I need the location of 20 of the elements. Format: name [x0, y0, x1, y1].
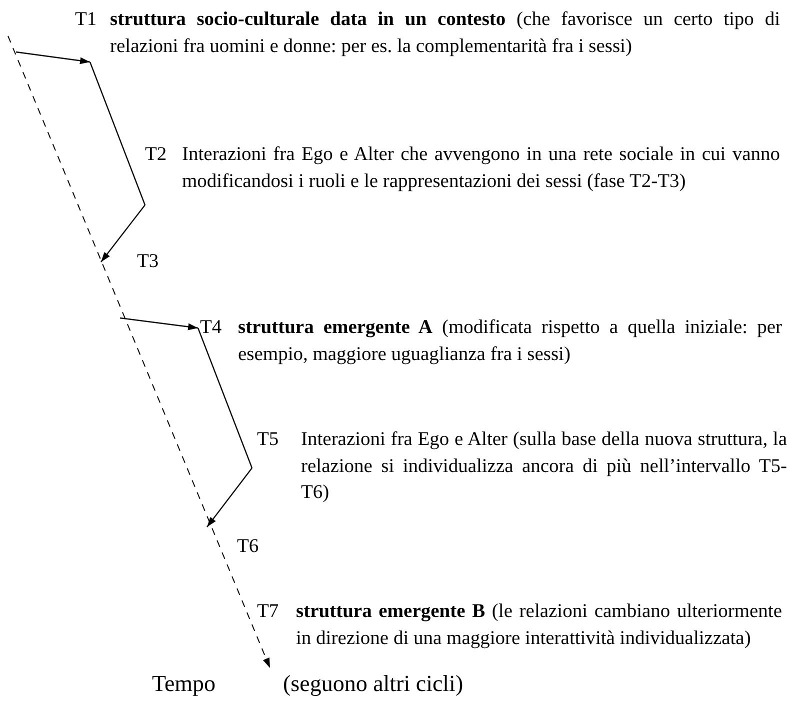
time-label: T2 — [145, 143, 168, 167]
arrow — [16, 51, 90, 64]
description-text: Interazioni fra Ego e Alter (sulla base della nuova struttura, la relazione si individualizza ancora di più nell’intervallo T5-T6) — [301, 428, 787, 505]
description-text: struttura emergente B (le relazioni cambiano ulteriormente in direzione di una maggiore interattività individualizzata) — [296, 600, 782, 650]
description-text: struttura emergente A (modificata rispetto a quella iniziale: per esempio, maggiore uguaglianza fra i sessi) — [238, 316, 782, 366]
time-label: T3 — [137, 250, 160, 274]
time-label: T4 — [200, 316, 223, 340]
arrow — [206, 468, 252, 528]
note-text: (seguono altri cicli) — [283, 670, 464, 698]
connector-line — [89, 62, 146, 206]
axis-label: Tempo — [152, 670, 216, 698]
time-label: T1 — [75, 8, 98, 32]
description-text: Interazioni fra Ego e Alter che avvengono in una rete sociale in cui vanno modificandosi i ruoli e le rappresentazioni dei sessi (fase T2-T3) — [182, 143, 780, 194]
arrow — [100, 204, 146, 262]
description-text: struttura socio-culturale data in un contesto (che favorisce un certo tipo di relazioni fra uomini e donne: per es. la complementarità fra i sessi) — [110, 8, 780, 58]
connector-line — [197, 328, 253, 468]
time-label: T7 — [257, 600, 280, 624]
arrow — [120, 317, 198, 330]
time-label: T6 — [237, 535, 260, 559]
time-label: T5 — [257, 428, 280, 452]
